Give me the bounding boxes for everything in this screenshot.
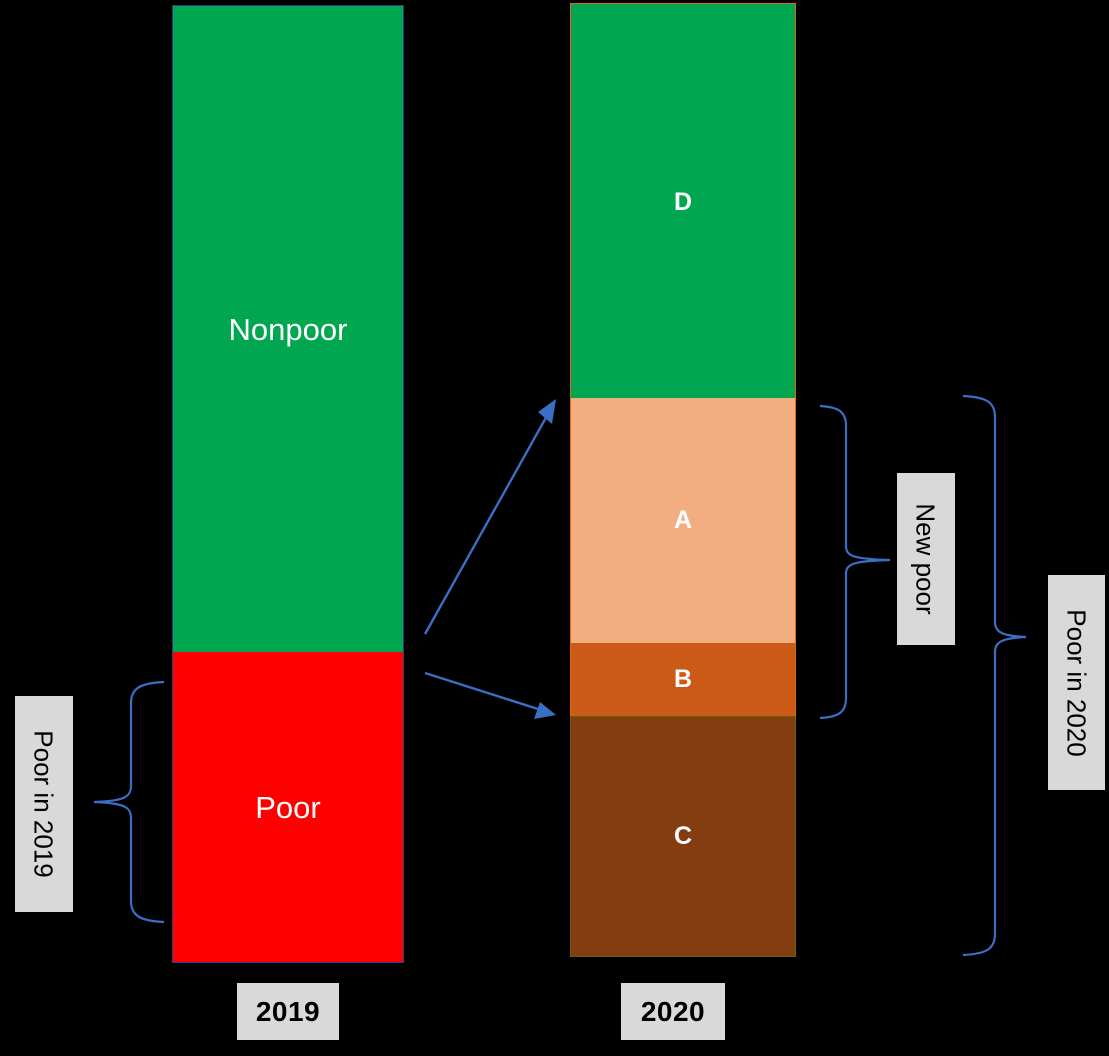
bar-2020-segment-a: A xyxy=(570,398,796,643)
annotation-poor-in-2019-text: Poor in 2019 xyxy=(29,730,60,878)
annotation-poor-in-2020-text: Poor in 2020 xyxy=(1061,608,1092,757)
axis-label-2019: 2019 xyxy=(237,983,339,1040)
bar-2019-segment-nonpoor: Nonpoor xyxy=(172,5,404,652)
segment-label-a: A xyxy=(673,506,693,534)
bar-2020-segment-b: B xyxy=(570,643,796,716)
brace-new-poor xyxy=(819,404,891,720)
segment-label-nonpoor: Nonpoor xyxy=(228,311,348,347)
axis-label-2020: 2020 xyxy=(621,983,725,1040)
segment-label-poor: Poor xyxy=(255,789,321,825)
flow-arrow-remained-poor xyxy=(424,671,556,719)
flow-arrow-escaped-poverty xyxy=(423,399,556,635)
segment-label-c: C xyxy=(673,822,693,850)
annotation-new-poor: New poor xyxy=(897,473,955,645)
annotation-poor-in-2019: Poor in 2019 xyxy=(15,696,73,912)
segment-label-b: B xyxy=(673,665,693,693)
annotation-new-poor-text: New poor xyxy=(911,503,941,615)
segment-label-d: D xyxy=(673,187,693,216)
brace-poor-in-2020 xyxy=(962,394,1027,957)
bar-2020-segment-c: C xyxy=(570,716,796,957)
annotation-poor-in-2020: Poor in 2020 xyxy=(1048,575,1105,790)
bar-2020-segment-d: D xyxy=(570,3,796,398)
brace-poor-in-2019 xyxy=(93,680,165,924)
bar-2019-segment-poor: Poor xyxy=(172,652,404,963)
